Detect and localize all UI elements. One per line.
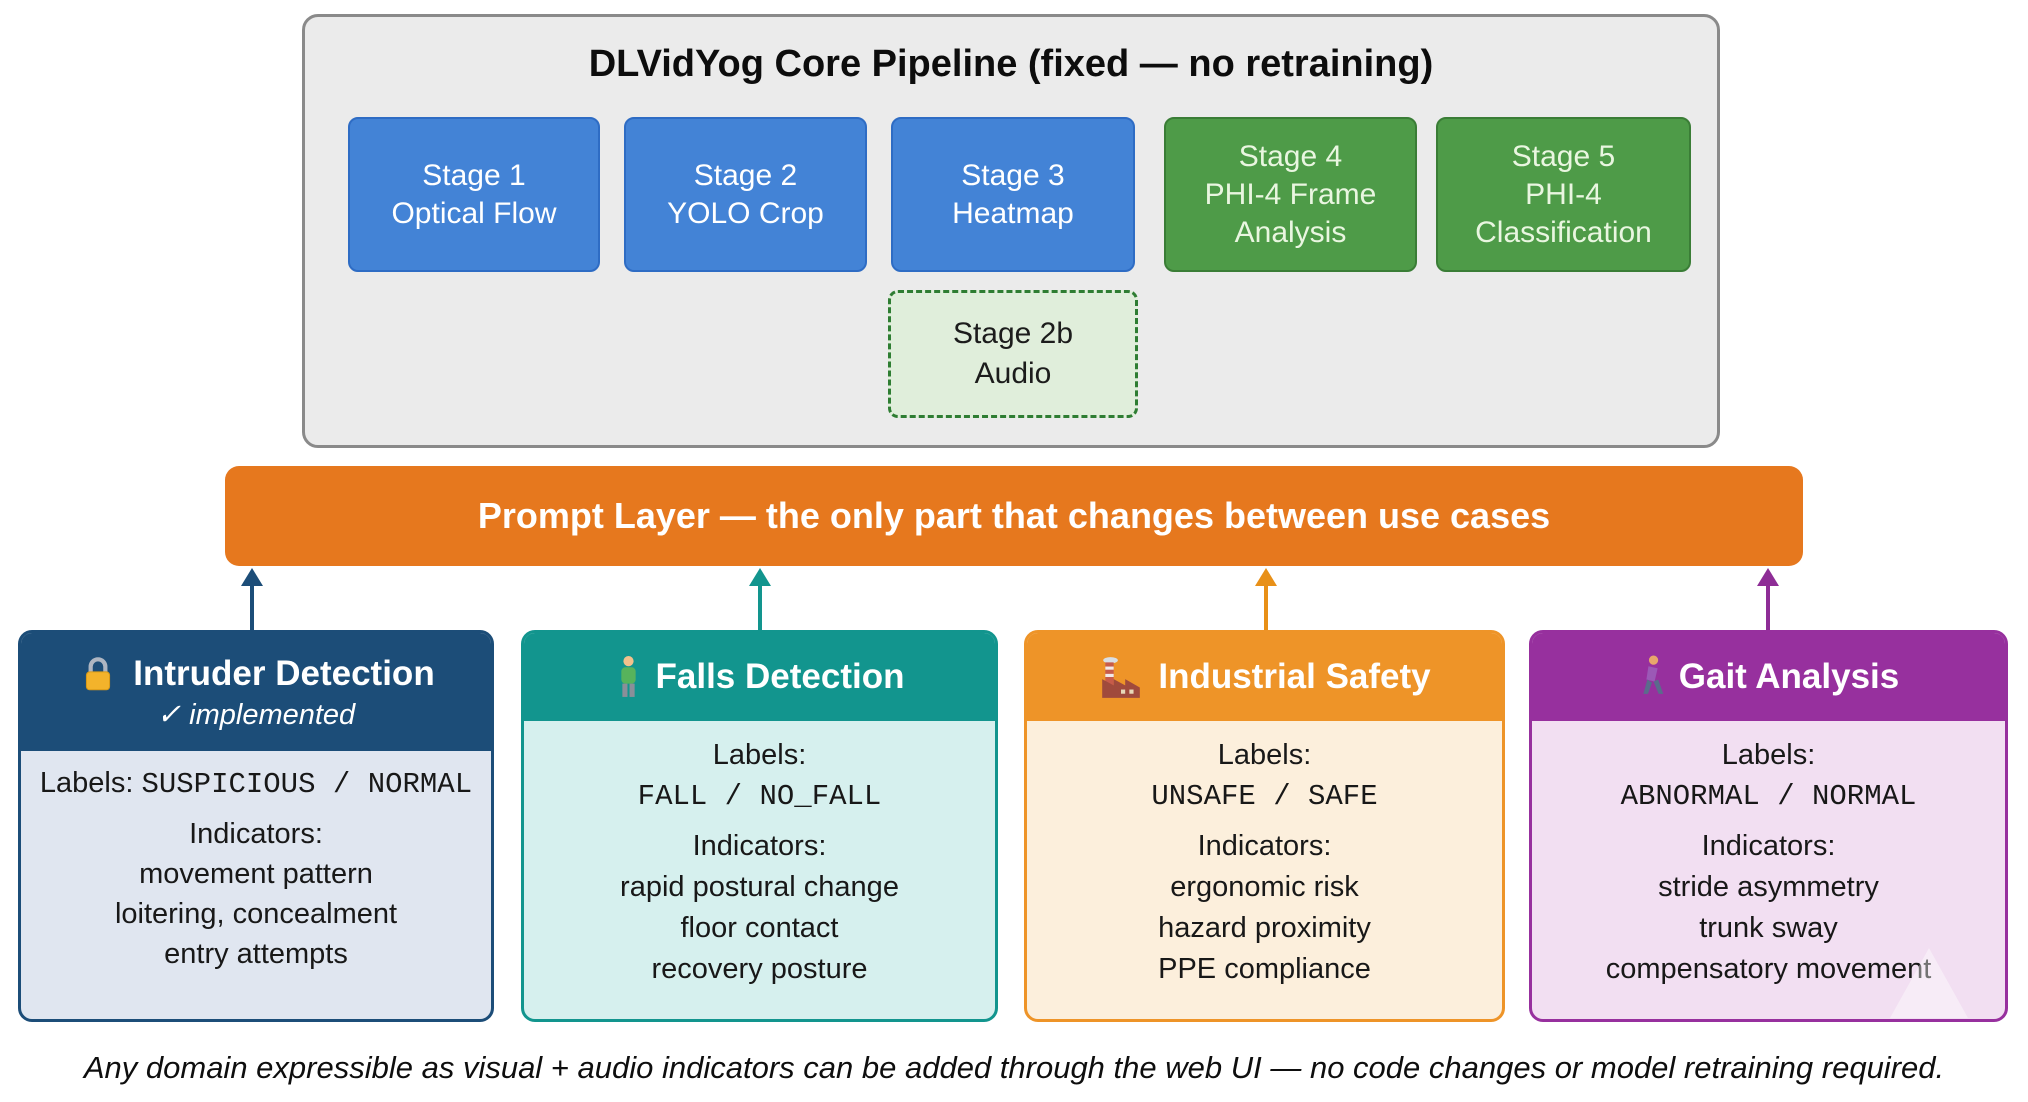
- arrow-intruder-to-prompt: [241, 568, 263, 630]
- indicators-heading: Indicators:: [189, 818, 323, 850]
- arrow-shaft: [250, 583, 254, 630]
- lock-icon: [86, 656, 111, 690]
- stage-line: Stage 1: [422, 158, 526, 192]
- card-header: Intruder Detection ✓ implemented: [21, 633, 491, 751]
- arrow-shaft: [758, 583, 762, 630]
- labels-value: FALL / NO_FALL: [637, 780, 882, 813]
- labels-heading: Labels:: [1721, 739, 1816, 771]
- labels-value: ABNORMAL / NORMAL: [1620, 780, 1917, 813]
- card-body: Labels: UNSAFE / SAFE Indicators: ergono…: [1027, 721, 1502, 990]
- arrow-head: [1757, 568, 1779, 586]
- card-header: Falls Detection: [524, 633, 995, 721]
- indicators-heading: Indicators:: [692, 830, 827, 862]
- stage-line: Heatmap: [952, 196, 1074, 230]
- labels-value: UNSAFE / SAFE: [1151, 780, 1378, 813]
- indicator-item: floor contact: [680, 912, 839, 944]
- stage-line: PHI-4 Frame: [1204, 177, 1377, 211]
- arrow-industrial-to-prompt: [1255, 568, 1277, 630]
- factory-icon: [1102, 657, 1141, 698]
- card-title: Intruder Detection: [133, 653, 435, 693]
- stage-line: YOLO Crop: [667, 196, 824, 230]
- labels-heading: Labels:: [712, 739, 807, 771]
- card-title: Industrial Safety: [1158, 657, 1431, 696]
- arrow-shaft: [1766, 583, 1770, 630]
- stage-4-box: Stage 4 PHI-4 Frame Analysis: [1164, 117, 1417, 272]
- labels-heading: Labels:: [1217, 739, 1312, 771]
- use-case-card-intruder-detection: Intruder Detection ✓ implemented Labels:…: [18, 630, 494, 1022]
- stage-line: Stage 2b: [952, 317, 1074, 350]
- stage-line: PHI-4: [1525, 177, 1602, 211]
- arrow-shaft: [1264, 583, 1268, 630]
- arrow-head: [749, 568, 771, 586]
- stage-line: Stage 2: [693, 158, 798, 192]
- stage-line: Stage 5: [1511, 139, 1616, 173]
- footnote: Any domain expressible as visual + audio…: [83, 1050, 1945, 1085]
- stage-line: Stage 4: [1238, 139, 1343, 173]
- card-title: Gait Analysis: [1678, 657, 1900, 696]
- indicators-heading: Indicators:: [1701, 830, 1836, 862]
- stage-line: Classification: [1475, 215, 1652, 249]
- indicator-item: PPE compliance: [1158, 953, 1371, 985]
- indicator-item: compensatory movement: [1605, 953, 1932, 985]
- stage-line: Analysis: [1234, 215, 1347, 249]
- stage-line: Audio: [974, 357, 1052, 390]
- card-header: Gait Analysis: [1532, 633, 2005, 721]
- stage-2b-audio-box: Stage 2b Audio: [888, 290, 1138, 418]
- indicators-heading: Indicators:: [1197, 830, 1332, 862]
- card-body: Labels: ABNORMAL / NORMAL Indicators: st…: [1532, 721, 2005, 990]
- use-case-card-falls-detection: Falls Detection Labels: FALL / NO_FALL I…: [521, 630, 998, 1022]
- card-title: Falls Detection: [655, 657, 905, 696]
- person-walking-icon: [1643, 655, 1664, 694]
- stage-2-box: Stage 2 YOLO Crop: [624, 117, 867, 272]
- card-body: Labels: SUSPICIOUS / NORMAL Indicators: …: [21, 751, 491, 974]
- indicator-item: recovery posture: [651, 953, 868, 985]
- indicator-item: movement pattern: [139, 858, 373, 890]
- indicator-item: rapid postural change: [620, 871, 899, 903]
- indicator-item: trunk sway: [1699, 912, 1838, 944]
- indicator-item: entry attempts: [164, 938, 348, 970]
- use-case-card-industrial-safety: Industrial Safety Labels: UNSAFE / SAFE …: [1024, 630, 1505, 1022]
- labels-value: SUSPICIOUS / NORMAL: [141, 768, 473, 801]
- arrow-head: [1255, 568, 1277, 586]
- arrow-falls-to-prompt: [749, 568, 771, 630]
- stage-line: Stage 3: [961, 158, 1065, 192]
- prompt-layer-label: Prompt Layer — the only part that change…: [477, 495, 1551, 536]
- arrow-gait-to-prompt: [1757, 568, 1779, 630]
- card-header: Industrial Safety: [1027, 633, 1502, 721]
- indicator-item: hazard proximity: [1158, 912, 1371, 944]
- use-case-card-gait-analysis: Gait Analysis Labels: ABNORMAL / NORMAL …: [1529, 630, 2008, 1022]
- stage-line: Optical Flow: [391, 196, 557, 230]
- prompt-layer-bar: Prompt Layer — the only part that change…: [225, 466, 1803, 566]
- arrow-head: [241, 568, 263, 586]
- implemented-badge: ✓ implemented: [156, 698, 356, 731]
- indicator-item: loitering, concealment: [114, 898, 398, 930]
- stage-1-box: Stage 1 Optical Flow: [348, 117, 600, 272]
- stage-3-box: Stage 3 Heatmap: [891, 117, 1135, 272]
- person-standing-icon: [620, 655, 636, 697]
- pipeline-title: DLVidYog Core Pipeline (fixed — no retra…: [588, 43, 1434, 85]
- labels-line: Labels: SUSPICIOUS / NORMAL: [21, 763, 491, 805]
- indicator-item: stride asymmetry: [1658, 871, 1879, 903]
- core-pipeline-panel: DLVidYog Core Pipeline (fixed — no retra…: [302, 14, 1720, 448]
- labels-heading: Labels:: [39, 767, 134, 799]
- stage-5-box: Stage 5 PHI-4 Classification: [1436, 117, 1691, 272]
- indicator-item: ergonomic risk: [1170, 871, 1359, 903]
- card-body: Labels: FALL / NO_FALL Indicators: rapid…: [524, 721, 995, 990]
